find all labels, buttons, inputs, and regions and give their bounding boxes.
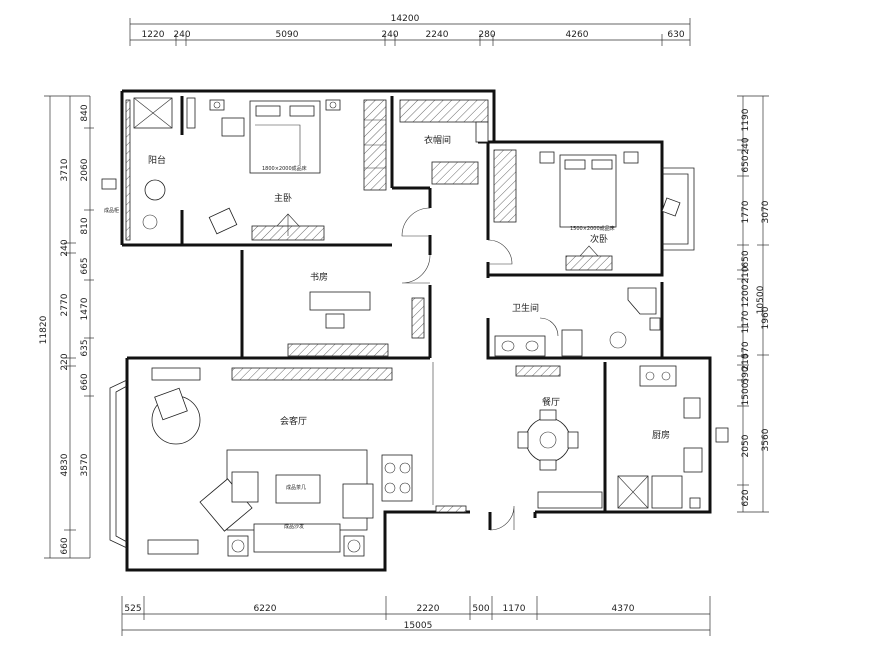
dim-top-seg: 1220 <box>142 30 165 40</box>
dim-top-seg: 240 <box>381 30 398 40</box>
second-bedroom-furniture <box>493 149 681 271</box>
dim-left-outer: 220 <box>60 353 70 370</box>
dim-left-inner: 810 <box>80 217 90 234</box>
annotation-sofa: 成品沙发 <box>284 523 304 530</box>
room-label-walk-in-closet: 衣帽间 <box>424 134 451 146</box>
dim-top-seg: 4260 <box>566 30 589 40</box>
dim-left-outer: 240 <box>60 239 70 256</box>
dim-right-inner: 590 <box>741 366 751 383</box>
dim-right-inner: 650 <box>741 155 751 172</box>
room-label-study: 书房 <box>310 271 328 283</box>
balcony-furniture <box>101 97 196 241</box>
left-inner-labels: 840 2060 810 665 1470 635 660 3570 <box>80 104 90 476</box>
dim-right-inner: 210 <box>741 266 751 283</box>
dim-left-inner: 2060 <box>80 158 90 181</box>
dimension-left: 3710 240 2770 220 4830 660 11820 840 206… <box>39 95 94 559</box>
dim-right-inner: 1500 <box>741 382 751 405</box>
annotations: 1800×2000成品床 1500×2000成品床 成品柜 成品茶几 成品沙发 <box>104 165 615 530</box>
dim-right-outer: 3560 <box>761 428 771 451</box>
annotation-master-bed: 1800×2000成品床 <box>262 165 307 172</box>
dim-left-inner: 840 <box>80 104 90 121</box>
dim-left-outer: 4830 <box>60 453 70 476</box>
dim-bottom-seg: 500 <box>472 604 489 614</box>
room-label-bathroom: 卫生间 <box>512 302 539 314</box>
dim-top-seg: 5090 <box>276 30 299 40</box>
dim-top-total: 14200 <box>391 14 420 24</box>
room-label-balcony: 阳台 <box>148 154 166 166</box>
closet-furniture <box>399 99 489 185</box>
dim-left-outer: 3710 <box>60 158 70 181</box>
dimension-top: 14200 1220 240 5090 240 2240 280 4260 63… <box>129 14 691 46</box>
master-bedroom-furniture <box>208 99 387 241</box>
dim-bottom-seg: 525 <box>124 604 141 614</box>
dim-bottom-seg: 6220 <box>254 604 277 614</box>
annotation-left: 成品柜 <box>104 207 119 214</box>
dim-right-inner: 210 <box>741 353 751 370</box>
walls <box>109 89 712 572</box>
dim-bottom-seg: 2220 <box>417 604 440 614</box>
dim-bottom-total: 15005 <box>404 621 433 631</box>
dim-right-inner: 1770 <box>741 200 751 223</box>
kitchen-fixtures <box>617 365 729 509</box>
dim-right-inner: 1200 <box>741 284 751 307</box>
study-desk <box>309 291 371 311</box>
sofa <box>253 523 341 553</box>
right-outer-labels: 3070 1960 3560 10500 <box>756 200 771 451</box>
dim-left-inner: 1470 <box>80 297 90 320</box>
annotation-second-bed: 1500×2000成品床 <box>570 225 615 232</box>
dim-left-total: 11820 <box>39 315 49 344</box>
study-furniture <box>287 291 425 357</box>
dim-right-outer: 3070 <box>761 200 771 223</box>
dim-right-inner: 1190 <box>741 108 751 131</box>
dim-right-inner: 2050 <box>741 434 751 457</box>
room-label-second-bedroom: 次卧 <box>590 233 608 245</box>
dim-left-inner: 665 <box>80 257 90 274</box>
dim-bottom-seg: 1170 <box>503 604 526 614</box>
dim-top-seg: 2240 <box>426 30 449 40</box>
living-room-furniture <box>147 367 467 557</box>
dim-right-inner: 650 <box>741 250 751 267</box>
dining-furniture <box>515 365 603 509</box>
dim-left-inner: 635 <box>80 339 90 356</box>
dim-left-inner: 660 <box>80 373 90 390</box>
room-labels: 阳台 主卧 衣帽间 次卧 书房 卫生间 会客厅 餐厅 厨房 <box>148 134 670 441</box>
dim-right-inner: 570 <box>741 341 751 358</box>
dim-top-seg: 630 <box>667 30 684 40</box>
dim-left-outer: 2770 <box>60 293 70 316</box>
dim-bottom-seg: 4370 <box>612 604 635 614</box>
room-label-dining-room: 餐厅 <box>542 396 560 408</box>
dim-left-outer: 660 <box>60 537 70 554</box>
dim-right-inner: 240 <box>741 137 751 154</box>
room-label-living-room: 会客厅 <box>280 415 307 427</box>
dim-top-seg: 280 <box>478 30 495 40</box>
dim-right-outer: 1960 <box>761 306 771 329</box>
bathroom-fixtures <box>494 287 661 357</box>
room-label-kitchen: 厨房 <box>652 429 670 441</box>
dim-left-inner: 3570 <box>80 453 90 476</box>
dimension-right: 1190 240 650 1770 650 210 1200 1170 570 … <box>737 95 771 513</box>
dim-top-seg: 240 <box>173 30 190 40</box>
dim-right-total: 10500 <box>756 285 766 314</box>
right-inner-labels: 1190 240 650 1770 650 210 1200 1170 570 … <box>741 108 751 506</box>
annotation-coffee-table: 成品茶几 <box>286 484 306 491</box>
room-label-master-bedroom: 主卧 <box>274 192 292 204</box>
dining-table <box>525 417 571 463</box>
dimension-bottom: 525 6220 2220 500 1170 4370 15005 <box>121 596 711 636</box>
left-outer-labels: 3710 240 2770 220 4830 660 11820 <box>39 158 70 554</box>
doors <box>401 207 559 531</box>
dim-right-inner: 1170 <box>741 310 751 333</box>
coffee-table <box>275 474 321 504</box>
dim-right-inner: 620 <box>741 489 751 506</box>
